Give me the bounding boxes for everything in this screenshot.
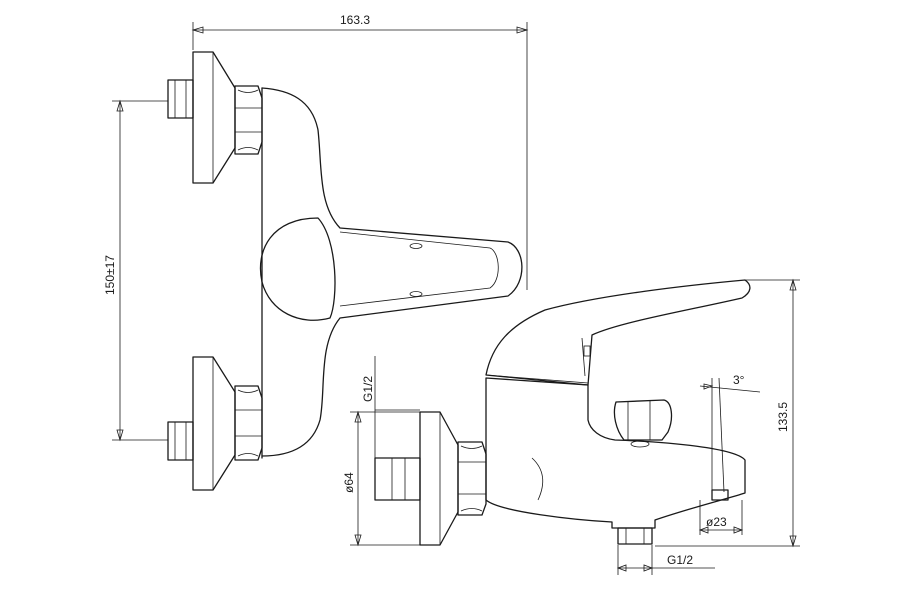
dim-overall-height: 133.5 (655, 278, 800, 548)
dim-thread-inlet-label: G1/2 (361, 376, 375, 402)
dim-spout-angle: 3° (699, 373, 761, 493)
dim-overall-width: 163.3 (191, 13, 529, 290)
dim-overall-width-label: 163.3 (340, 13, 370, 27)
dim-flange-diameter-label: ø64 (342, 472, 356, 493)
dim-flange-diameter: ø64 (342, 410, 420, 547)
upper-inlet (167, 51, 263, 184)
dim-inlet-spacing-label: 150±17 (103, 255, 117, 295)
dim-outlet-diameter-label: ø23 (706, 515, 727, 529)
dim-thread-inlet: G1/2 (361, 356, 420, 458)
side-view (374, 279, 751, 546)
dim-inlet-spacing: 150±17 (103, 99, 168, 442)
side-lever (485, 279, 751, 386)
dim-overall-height-label: 133.5 (776, 402, 790, 432)
dim-spout-angle-label: 3° (733, 373, 745, 387)
dim-thread-outlet: G1/2 (616, 545, 715, 575)
side-body-outline (485, 377, 746, 529)
top-view (167, 51, 523, 491)
top-lever (259, 217, 336, 321)
diverter-knob (613, 399, 673, 441)
lower-inlet (167, 356, 263, 491)
dim-thread-outlet-label: G1/2 (667, 553, 693, 567)
dim-outlet-diameter: ø23 (698, 500, 744, 535)
top-body-outline (261, 87, 523, 457)
